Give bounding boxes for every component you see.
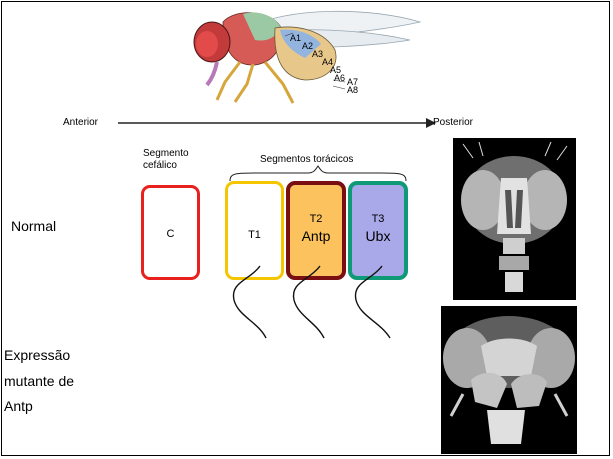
mutant-head-micrograph (441, 306, 577, 454)
segment-t1-code: T1 (228, 229, 281, 242)
segment-t2-code: T2 (290, 213, 342, 226)
anterior-posterior-arrow (118, 118, 438, 128)
axis-label-anterior: Anterior (63, 116, 98, 129)
fly-label-a8: A8 (347, 85, 358, 95)
fly-label-a1: A1 (290, 33, 301, 43)
segment-t3-gene: Ubx (352, 229, 404, 244)
appendage-curves (220, 260, 420, 345)
segment-t2-gene: Antp (290, 229, 342, 244)
fly-label-a6: A6 (334, 73, 345, 83)
fly-illustration (185, 0, 425, 105)
row-label-mutant-line2: mutante de (4, 374, 74, 389)
mutant-head-drawing (441, 306, 577, 454)
normal-head-drawing (453, 138, 576, 300)
segment-c: C (141, 185, 200, 280)
segment-c-code: C (144, 228, 197, 241)
row-label-mutant-line1: Expressão (4, 348, 70, 363)
normal-head-micrograph (453, 138, 576, 300)
row-label-normal: Normal (11, 219, 56, 234)
row-label-mutant-line3: Antp (4, 399, 33, 414)
axis-label-posterior: Posterior (433, 116, 473, 129)
segment-t3-code: T3 (352, 213, 404, 226)
cephalic-title-line2: cefálico (143, 159, 177, 172)
